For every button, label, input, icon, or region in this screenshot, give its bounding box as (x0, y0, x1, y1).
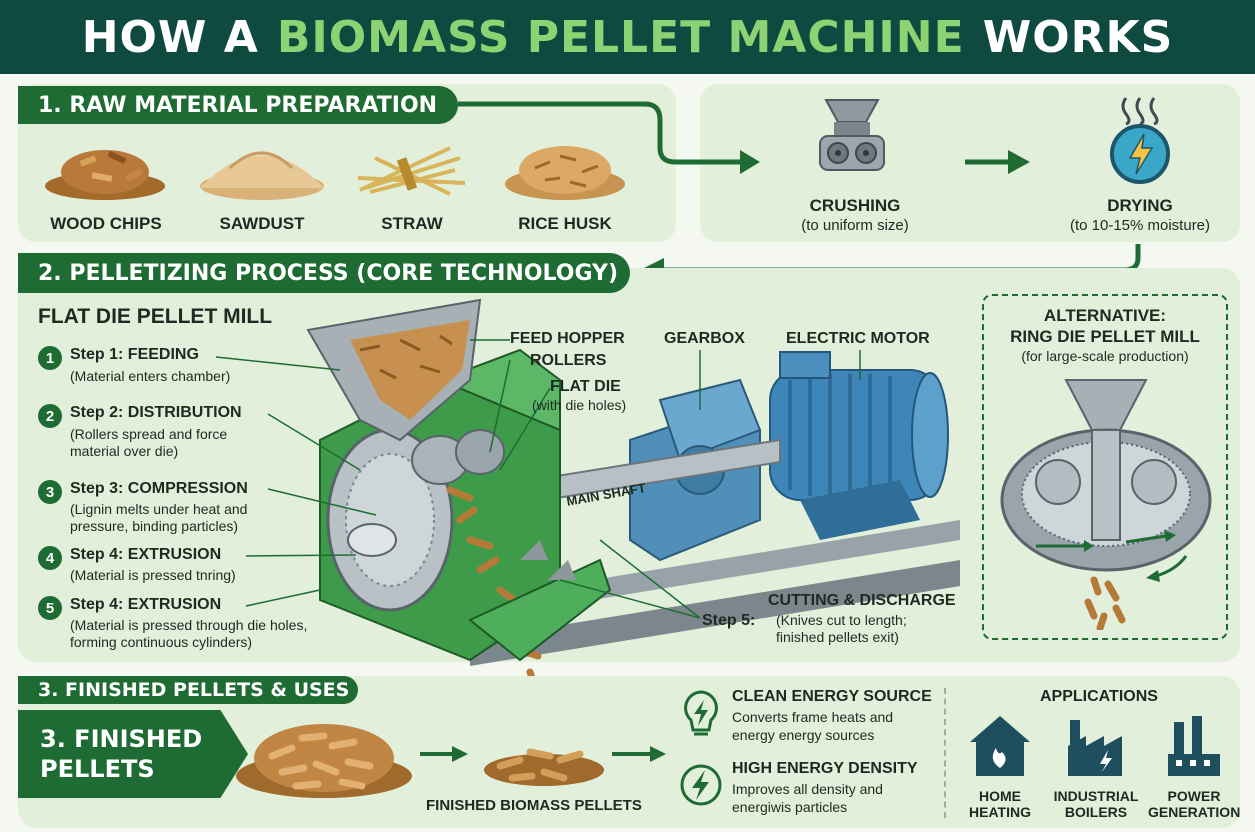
step-1-number: 1 (38, 346, 62, 370)
electric-motor-label: ELECTRIC MOTOR (786, 330, 930, 347)
applications-icons (970, 716, 1220, 776)
base-frame (470, 560, 960, 666)
section3-heading: 3. FINISHED PELLETS & USES (18, 676, 358, 704)
title-part1: HOW A (81, 11, 259, 63)
step-5-number: 5 (38, 596, 62, 620)
benefit-1-desc: Converts frame heats and energy energy s… (732, 709, 894, 743)
lightning-icon (680, 764, 722, 806)
finished-pellets-illustration (236, 724, 666, 798)
app-industrial-boilers: INDUSTRIAL BOILERS (1053, 788, 1139, 820)
wood-chips-icon (45, 150, 165, 200)
material-sawdust: SAWDUST (219, 214, 305, 233)
benefit-2-title: HIGH ENERGY DENSITY (732, 760, 918, 777)
step-4-desc: (Material is pressed tnring) (70, 567, 236, 583)
section1-heading: 1. RAW MATERIAL PREPARATION (18, 86, 458, 124)
rollers (411, 429, 505, 485)
dryer-icon (1110, 97, 1170, 184)
power-plant-icon (1168, 716, 1220, 776)
title-part2: BIOMASS PELLET MACHINE (276, 11, 965, 63)
alternative-desc: (for large-scale production) (1021, 348, 1189, 364)
benefit-1-title: CLEAN ENERGY SOURCE (732, 688, 932, 705)
app-home-heating: HOME HEATING (969, 788, 1031, 820)
title-banner: HOW A BIOMASS PELLET MACHINE WORKS (0, 0, 1255, 74)
lightbulb-icon (684, 690, 718, 736)
step-3-desc: (Lignin melts under heat and pressure, b… (70, 501, 248, 534)
step-2-title: Step 2: DISTRIBUTION (70, 404, 242, 421)
pellets-caption: FINISHED BIOMASS PELLETS (426, 797, 642, 814)
drying-desc: (to 10-15% moisture) (1069, 217, 1211, 234)
step-4-title: Step 4: EXTRUSION (70, 546, 222, 563)
crushing-desc: (to uniform size) (801, 217, 909, 234)
drying-label: DRYING (1107, 196, 1173, 215)
step-3-title: Step 3: COMPRESSION (70, 480, 248, 497)
flat-die-label: FLAT DIE (550, 378, 621, 395)
cutting-desc: (Knives cut to length; finished pellets … (776, 612, 907, 645)
flat-die-desc: (with die holes) (532, 397, 627, 413)
material-rice-husk: RICE HUSK (518, 214, 612, 233)
electric-motor-illustration (769, 351, 949, 540)
cutting-title: CUTTING & DISCHARGE (768, 592, 956, 609)
benefit-2-desc: Improves all density and energiwis parti… (732, 781, 883, 815)
step-5-desc: (Material is pressed through die holes, … (70, 617, 308, 650)
crushing-label: CRUSHING (809, 196, 901, 215)
house-flame-icon (970, 716, 1030, 776)
material-straw: STRAW (381, 214, 443, 233)
mill-title: FLAT DIE PELLET MILL (38, 305, 273, 328)
section2-heading: 2. PELLETIZING PROCESS (CORE TECHNOLOGY) (18, 253, 630, 293)
step-1-title: Step 1: FEEDING (70, 346, 199, 363)
feed-hopper (306, 298, 482, 442)
gearbox-label: GEARBOX (664, 330, 745, 347)
crusher-icon (819, 99, 885, 171)
alternative-box (982, 294, 1228, 640)
factory-icon (1068, 720, 1122, 776)
flat-die-pellet-mill-illustration: MAIN SHAFT (215, 298, 960, 700)
feed-hopper-label: FEED HOPPER (510, 330, 625, 347)
step-4-number: 4 (38, 546, 62, 570)
ring-die-illustration (1000, 379, 1212, 630)
applications-divider (944, 688, 946, 818)
step-1-desc: (Material enters chamber) (70, 368, 231, 384)
step-5-title: Step 4: EXTRUSION (70, 596, 222, 613)
material-wood-chips: WOOD CHIPS (50, 214, 162, 233)
straw-icon (357, 146, 466, 196)
finished-pellets-tag: 3. FINISHED PELLETS (18, 710, 248, 798)
rollers-label: ROLLERS (530, 352, 607, 369)
step5-label: Step 5: (702, 612, 756, 629)
applications-heading: APPLICATIONS (1040, 688, 1158, 705)
step-2-desc: (Rollers spread and force material over … (70, 426, 228, 459)
rice-husk-icon (505, 146, 625, 200)
app-power-generation: POWER GENERATION (1148, 788, 1241, 820)
leader-lines (215, 339, 861, 619)
sawdust-icon (200, 151, 324, 200)
alternative-title1: ALTERNATIVE: (1043, 306, 1167, 325)
alternative-title2: RING DIE PELLET MILL (1010, 327, 1200, 346)
title-part3: WORKS (982, 11, 1174, 63)
step-2-number: 2 (38, 404, 62, 428)
step-3-number: 3 (38, 480, 62, 504)
raw-materials-illustration (45, 146, 625, 200)
